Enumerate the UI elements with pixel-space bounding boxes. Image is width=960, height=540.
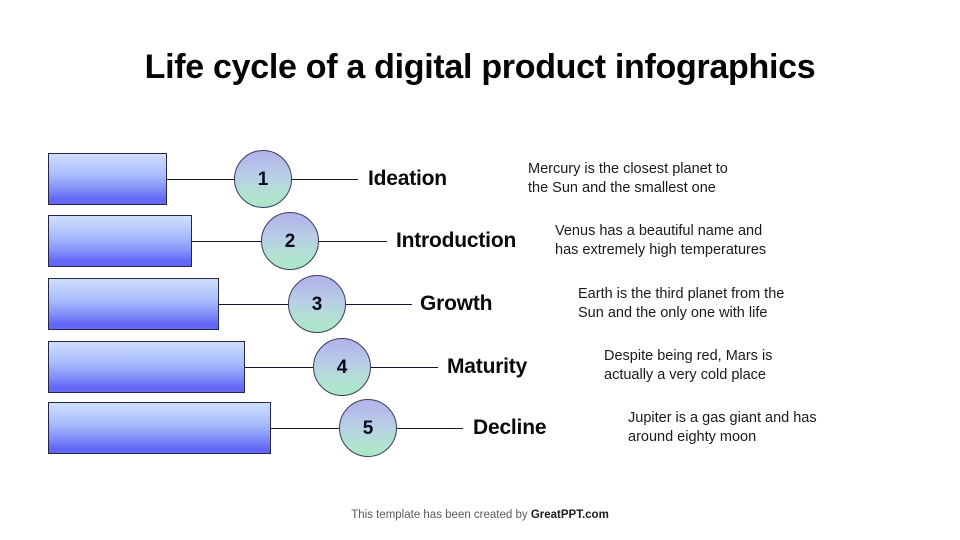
stage-description-1-line1: Mercury is the closest planet to (528, 161, 728, 177)
stage-number-5: 5 (362, 417, 374, 439)
stage-label-1: Ideation (368, 167, 447, 190)
stage-description-2: Venus has a beautiful name and has extre… (555, 222, 766, 261)
stage-connector-label-3 (346, 304, 412, 305)
footer-credit: This template has been created by GreatP… (0, 509, 960, 521)
stage-label-4: Maturity (447, 355, 528, 378)
stage-label-5: Decline (473, 416, 547, 439)
stage-bar-2 (48, 215, 192, 267)
stage-circle-3[interactable]: 3 (288, 275, 346, 333)
stage-number-4: 4 (336, 356, 348, 378)
footer-brand-link[interactable]: GreatPPT.com (530, 509, 609, 521)
stage-label-3: Growth (420, 292, 493, 315)
stage-description-3-line2: Sun and the only one with life (578, 305, 768, 322)
stage-number-2: 2 (284, 230, 296, 252)
stage-connector-label-4 (371, 367, 438, 368)
stage-bar-1 (48, 153, 167, 205)
stage-bar-4 (48, 341, 245, 393)
stage-circle-1[interactable]: 1 (234, 150, 292, 208)
footer-credit-text: This template has been created by (351, 509, 531, 521)
stage-description-4-line2: actually a very cold place (604, 367, 766, 384)
stage-connector-label-2 (319, 241, 387, 242)
stage-description-3: Earth is the third planet from the Sun a… (578, 285, 784, 324)
stage-circle-4[interactable]: 4 (313, 338, 371, 396)
stage-description-1-line2: the Sun and the smallest one (528, 180, 716, 197)
stage-description-2-line2: has extremely high temperatures (555, 242, 767, 259)
stage-description-3-line1: Earth is the third planet from the (578, 286, 785, 302)
stage-description-4: Despite being red, Mars is actually a ve… (604, 347, 772, 386)
stage-circle-2[interactable]: 2 (261, 212, 319, 270)
stage-description-4-line1: Despite being red, Mars is (604, 348, 773, 364)
stage-label-2: Introduction (396, 229, 517, 252)
stage-bar-5 (48, 402, 271, 454)
stage-connector-label-5 (397, 428, 463, 429)
stage-number-3: 3 (311, 293, 323, 315)
stage-description-2-line1: Venus has a beautiful name and (555, 223, 763, 239)
stage-connector-bar-5 (271, 428, 339, 429)
stage-description-5-line2: around eighty moon (628, 429, 757, 446)
stage-connector-bar-4 (245, 367, 314, 368)
stage-connector-label-1 (292, 179, 358, 180)
stage-description-5: Jupiter is a gas giant and has around ei… (628, 409, 817, 448)
stage-description-1: Mercury is the closest planet to the Sun… (528, 160, 728, 199)
page-title: Life cycle of a digital product infograp… (144, 48, 816, 86)
stage-circle-5[interactable]: 5 (339, 399, 397, 457)
stage-connector-bar-3 (219, 304, 288, 305)
stage-connector-bar-1 (167, 179, 235, 180)
stage-connector-bar-2 (192, 241, 261, 242)
stage-number-1: 1 (257, 168, 269, 190)
stage-bar-3 (48, 278, 219, 330)
stage-description-5-line1: Jupiter is a gas giant and has (628, 410, 817, 426)
